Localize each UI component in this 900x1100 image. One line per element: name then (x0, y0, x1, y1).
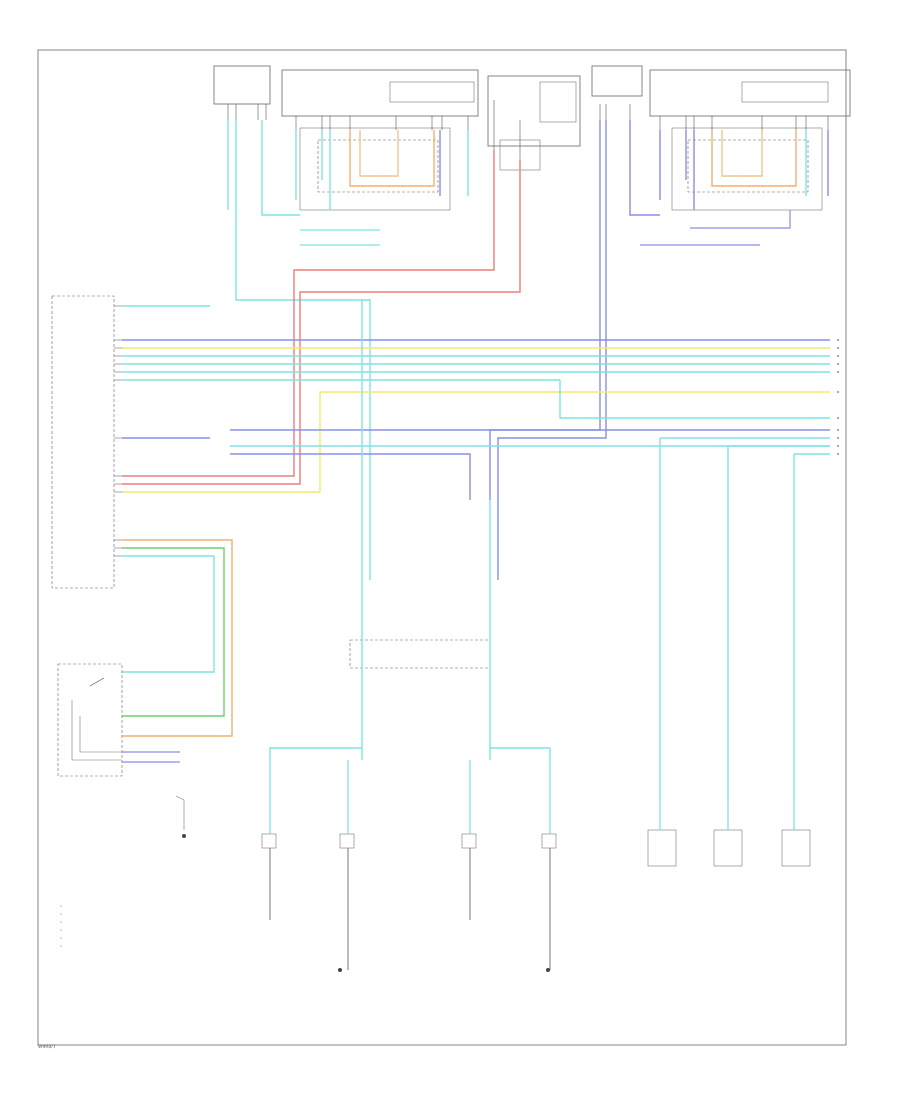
edge-connectors (837, 339, 839, 455)
speaker-icon (541, 760, 557, 972)
right-vertical-drops (659, 437, 830, 800)
legend-block (60, 905, 62, 947)
horizontal-bus (122, 305, 830, 500)
speaker-group (261, 760, 557, 972)
red-wires (180, 150, 521, 485)
ground-icon (182, 834, 186, 838)
speaker-icon (338, 760, 355, 972)
speaker-icon (461, 760, 477, 920)
cyan-wires-top-left (227, 120, 380, 580)
top-right-module (591, 65, 851, 211)
switch-loop (122, 539, 233, 737)
center-relay-block (487, 75, 581, 171)
top-left-module (213, 65, 479, 211)
blue-wires-top-right (489, 120, 791, 500)
diagram-border (37, 49, 847, 1046)
diagram-code: W9R0/7 (38, 1045, 56, 1050)
bottom-right-modules (647, 800, 811, 867)
lower-left-switch (57, 663, 186, 838)
speaker-icon (261, 760, 277, 920)
inner-loop-right (711, 130, 829, 196)
left-module (51, 295, 122, 589)
switch-icon (89, 677, 105, 687)
center-connectors (269, 300, 551, 760)
inner-loop-left (349, 130, 469, 196)
